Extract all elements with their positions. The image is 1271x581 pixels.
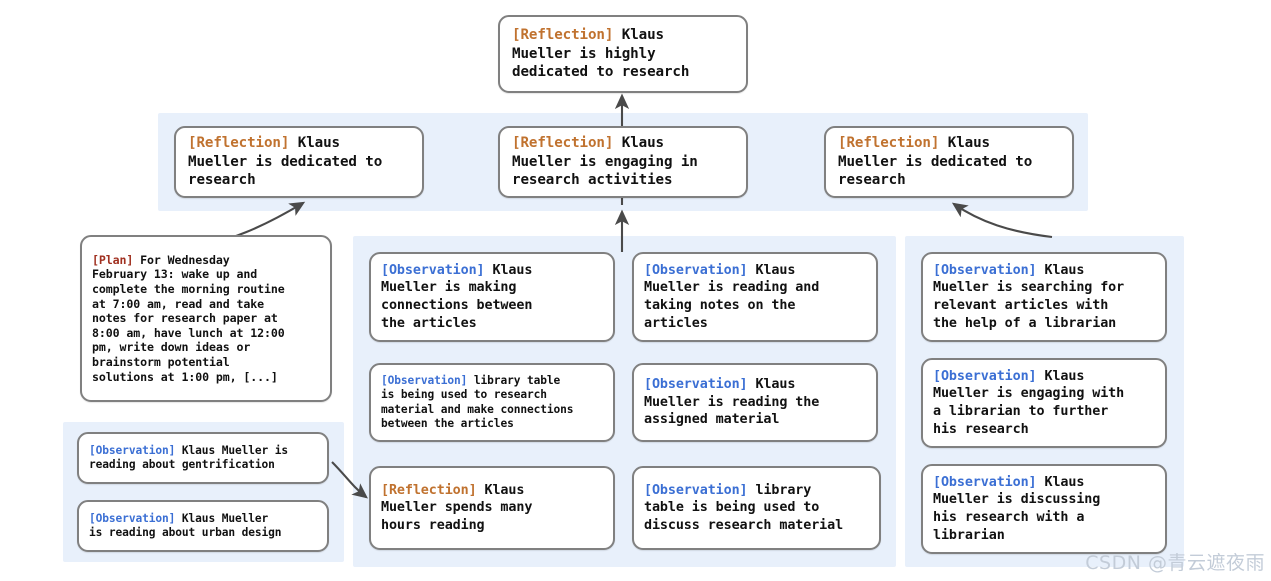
- node-body: Klaus Mueller is highly dedicated to res…: [512, 27, 690, 81]
- node-text: [Observation] Klaus Mueller is searching…: [923, 262, 1165, 332]
- observation-tag: [Observation]: [644, 482, 748, 498]
- node-text: [Observation] library table is being use…: [371, 374, 613, 432]
- node-left-observation-1[interactable]: [Observation] Klaus Mueller is reading a…: [77, 432, 329, 484]
- observation-tag: [Observation]: [644, 262, 748, 278]
- node-body: Klaus Mueller is engaging in research ac…: [512, 135, 698, 189]
- node-text: [Observation] library table is being use…: [634, 482, 879, 535]
- observation-tag: [Observation]: [89, 511, 176, 525]
- node-left-observation-2[interactable]: [Observation] Klaus Mueller is reading a…: [77, 500, 329, 552]
- observation-tag: [Observation]: [933, 368, 1037, 384]
- reflection-tag: [Reflection]: [838, 135, 940, 152]
- node-text: [Reflection] Klaus Mueller is highly ded…: [500, 26, 746, 82]
- node-mid-reflection-left[interactable]: [Reflection] Klaus Mueller is dedicated …: [174, 126, 424, 198]
- node-col2-observation-3[interactable]: [Observation] library table is being use…: [632, 466, 881, 550]
- node-col2-observation-1[interactable]: [Observation] Klaus Mueller is reading a…: [632, 252, 878, 342]
- node-body: Klaus Mueller is searching for relevant …: [933, 262, 1125, 331]
- observation-tag: [Observation]: [89, 443, 176, 457]
- observation-tag: [Observation]: [933, 474, 1037, 490]
- node-mid-reflection-center[interactable]: [Reflection] Klaus Mueller is engaging i…: [498, 126, 748, 198]
- observation-tag: [Observation]: [644, 377, 748, 393]
- node-text: [Observation] Klaus Mueller is reading t…: [634, 376, 876, 429]
- node-text: [Reflection] Klaus Mueller is engaging i…: [500, 134, 746, 190]
- node-body: Klaus Mueller spends many hours reading: [381, 482, 533, 533]
- node-plan[interactable]: [Plan] For Wednesday February 13: wake u…: [80, 235, 332, 402]
- node-root-reflection[interactable]: [Reflection] Klaus Mueller is highly ded…: [498, 15, 748, 93]
- node-col3-observation-2[interactable]: [Observation] Klaus Mueller is engaging …: [921, 358, 1167, 448]
- node-body: Klaus Mueller is dedicated to research: [188, 135, 383, 189]
- node-text: [Observation] Klaus Mueller is discussin…: [923, 474, 1165, 544]
- node-body: Klaus Mueller is reading about gentrific…: [89, 443, 289, 471]
- node-mid-reflection-right[interactable]: [Reflection] Klaus Mueller is dedicated …: [824, 126, 1074, 198]
- observation-tag: [Observation]: [381, 262, 485, 278]
- node-body: library table is being used to research …: [381, 373, 574, 430]
- node-body: Klaus Mueller is engaging with a librari…: [933, 368, 1125, 437]
- node-text: [Reflection] Klaus Mueller is dedicated …: [176, 134, 422, 190]
- node-text: [Reflection] Klaus Mueller is dedicated …: [826, 134, 1072, 190]
- node-body: Klaus Mueller is discussing his research…: [933, 474, 1101, 543]
- node-body: library table is being used to discuss r…: [644, 482, 844, 533]
- node-text: [Observation] Klaus Mueller is reading a…: [79, 512, 327, 541]
- node-col3-observation-3[interactable]: [Observation] Klaus Mueller is discussin…: [921, 464, 1167, 554]
- reflection-tag: [Reflection]: [381, 482, 477, 498]
- reflection-tag: [Reflection]: [512, 135, 614, 152]
- node-col1-reflection[interactable]: [Reflection] Klaus Mueller spends many h…: [369, 466, 615, 550]
- node-col1-observation-1[interactable]: [Observation] Klaus Mueller is making co…: [369, 252, 615, 342]
- node-body: Klaus Mueller is making connections betw…: [381, 262, 533, 331]
- watermark: CSDN @青云遮夜雨: [1085, 552, 1265, 574]
- node-body: Klaus Mueller is reading about urban des…: [89, 511, 282, 539]
- observation-tag: [Observation]: [381, 373, 468, 387]
- reflection-tag: [Reflection]: [512, 27, 614, 44]
- node-col3-observation-1[interactable]: [Observation] Klaus Mueller is searching…: [921, 252, 1167, 342]
- node-col2-observation-2[interactable]: [Observation] Klaus Mueller is reading t…: [632, 363, 878, 442]
- node-text: [Observation] Klaus Mueller is reading a…: [79, 444, 327, 473]
- plan-tag: [Plan]: [92, 252, 134, 267]
- reflection-tag: [Reflection]: [188, 135, 290, 152]
- node-text: [Observation] Klaus Mueller is reading a…: [634, 262, 876, 332]
- node-body: Klaus Mueller is dedicated to research: [838, 135, 1033, 189]
- node-text: [Observation] Klaus Mueller is making co…: [371, 262, 613, 332]
- node-body: Klaus Mueller is reading and taking note…: [644, 262, 820, 331]
- node-text: [Observation] Klaus Mueller is engaging …: [923, 368, 1165, 438]
- node-body: For Wednesday February 13: wake up and c…: [92, 252, 285, 384]
- observation-tag: [Observation]: [933, 262, 1037, 278]
- node-text: [Reflection] Klaus Mueller spends many h…: [371, 482, 613, 535]
- node-text: [Plan] For Wednesday February 13: wake u…: [82, 253, 330, 384]
- node-col1-observation-2[interactable]: [Observation] library table is being use…: [369, 363, 615, 442]
- node-body: Klaus Mueller is reading the assigned ma…: [644, 377, 820, 428]
